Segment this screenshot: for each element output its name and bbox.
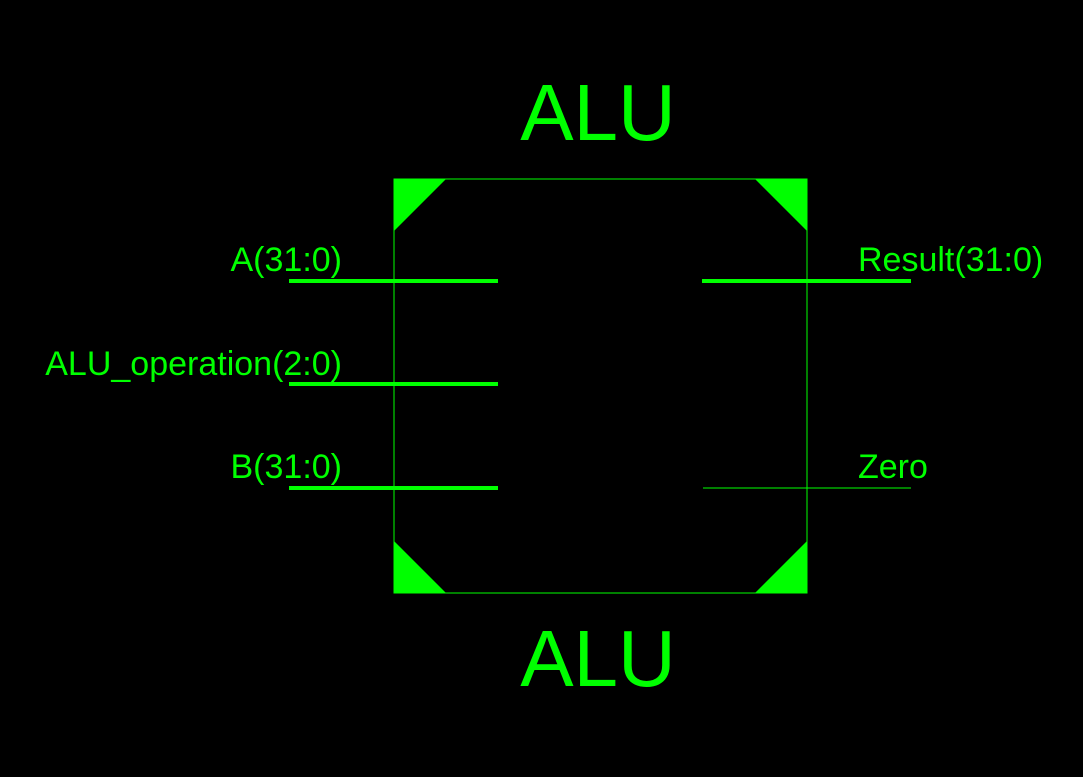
corner-marker-bottom-left xyxy=(394,541,446,593)
instance-name-top: ALU xyxy=(520,68,676,157)
input-pin-b-label: B(31:0) xyxy=(231,448,343,486)
input-pin-a-label: A(31:0) xyxy=(231,241,343,279)
input-pin-alu-operation-label: ALU_operation(2:0) xyxy=(45,345,342,383)
corner-marker-bottom-right xyxy=(755,541,807,593)
output-pin-zero-label: Zero xyxy=(858,448,928,486)
corner-marker-top-left xyxy=(394,179,446,231)
output-pin-result-label: Result(31:0) xyxy=(858,241,1043,279)
symbol-name-bottom: ALU xyxy=(520,614,676,703)
corner-marker-top-right xyxy=(755,179,807,231)
